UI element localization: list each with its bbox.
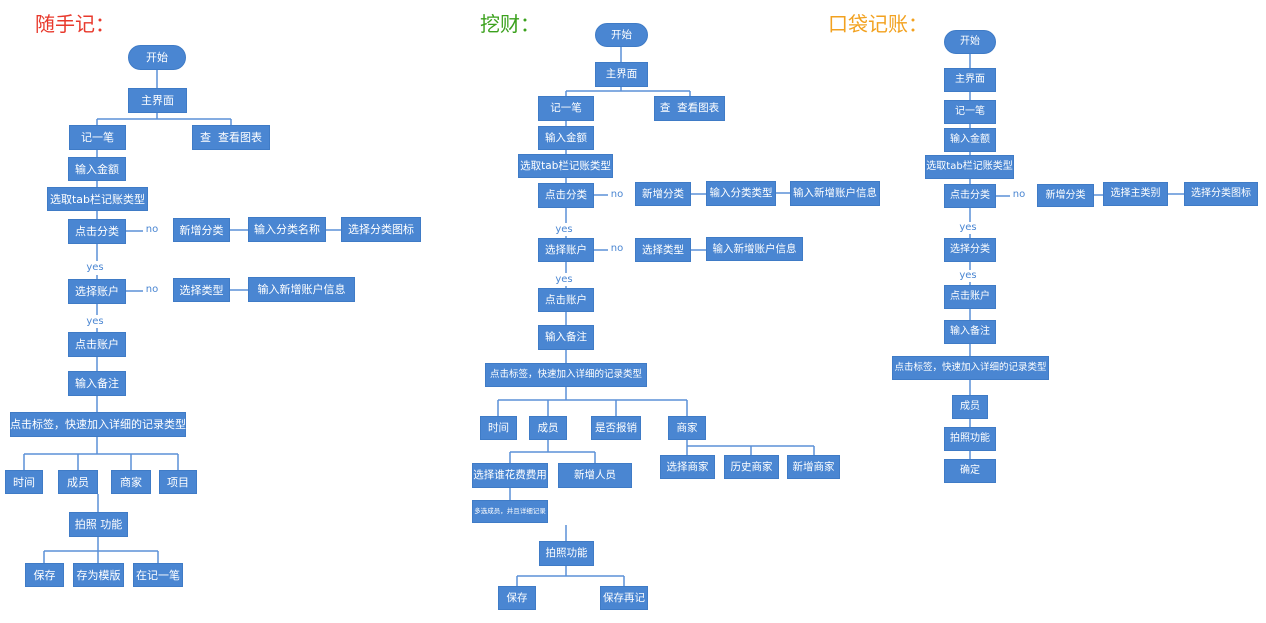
wacai-reimburse-node: 是否报销 bbox=[591, 416, 641, 440]
koudai-new-category-node: 新增分类 bbox=[1037, 184, 1094, 207]
suishouji-photo-node: 拍照 功能 bbox=[69, 512, 128, 537]
suishouji-main-node: 主界面 bbox=[128, 88, 187, 113]
wacai-save-node: 保存 bbox=[498, 586, 536, 610]
wacai-record-node: 记一笔 bbox=[538, 96, 594, 121]
wacai-chart-node: 查 查看图表 bbox=[654, 96, 725, 121]
suishouji-time-node: 时间 bbox=[5, 470, 43, 494]
koudai-main-node: 主界面 bbox=[944, 68, 996, 92]
wacai-click-account-node: 点击账户 bbox=[538, 288, 594, 312]
suishouji-choose-account-node: 选择账户 bbox=[68, 279, 126, 304]
wacai-connectors bbox=[497, 47, 815, 586]
koudai-title: 口袋记账： bbox=[828, 12, 928, 36]
suishouji-record-again-node: 在记一笔 bbox=[133, 563, 183, 587]
wacai-choose-account-node: 选择账户 bbox=[538, 238, 594, 262]
koudai-click-account-node: 点击账户 bbox=[944, 285, 996, 309]
wacai-time-node: 时间 bbox=[480, 416, 517, 440]
wacai-main-node: 主界面 bbox=[595, 62, 648, 87]
wacai-category-type-node: 输入分类类型 bbox=[706, 181, 776, 206]
connector-merchant-branch bbox=[686, 440, 815, 455]
koudai-choose-category-yes-label: yes bbox=[959, 270, 977, 281]
koudai-confirm-node: 确定 bbox=[944, 459, 996, 483]
suishouji-save-template-node: 存为模版 bbox=[73, 563, 124, 587]
koudai-member-node: 成员 bbox=[952, 395, 988, 419]
connector-tag-branch bbox=[23, 437, 179, 470]
wacai-tab-type-node: 选取tab栏记账类型 bbox=[518, 154, 613, 178]
suishouji-note-node: 输入备注 bbox=[68, 371, 126, 396]
suishouji-category-yes-label: yes bbox=[86, 262, 104, 273]
suishouji-member-node: 成员 bbox=[58, 470, 98, 494]
connector-main-branch bbox=[565, 87, 691, 96]
wacai-save-again-node: 保存再记 bbox=[600, 586, 648, 610]
suishouji-chart-node: 查 查看图表 bbox=[192, 125, 270, 150]
koudai-note-node: 输入备注 bbox=[944, 320, 996, 344]
wacai-category-no-label: no bbox=[610, 189, 624, 200]
wacai-merchant-node: 商家 bbox=[668, 416, 706, 440]
suishouji-click-account-node: 点击账户 bbox=[68, 332, 126, 357]
suishouji-account-no-label: no bbox=[145, 284, 159, 295]
wacai-new-account-info-node-1: 输入新增账户信息 bbox=[790, 181, 880, 206]
wacai-multi-member-note-node: 多选成员，并且详细记录 bbox=[472, 500, 548, 523]
koudai-start-node: 开始 bbox=[944, 30, 996, 54]
wacai-new-category-node: 新增分类 bbox=[635, 182, 691, 206]
suishouji-record-node: 记一笔 bbox=[69, 125, 126, 150]
wacai-tag-node: 点击标签，快速加入详细的记录类型 bbox=[485, 363, 647, 387]
connector-tag-branch bbox=[497, 387, 688, 416]
wacai-note-node: 输入备注 bbox=[538, 325, 594, 350]
suishouji-account-yes-label: yes bbox=[86, 316, 104, 327]
wacai-amount-node: 输入金额 bbox=[538, 126, 594, 150]
wacai-new-account-info-node-2: 输入新增账户信息 bbox=[706, 237, 803, 261]
suishouji-category-no-label: no bbox=[145, 224, 159, 235]
suishouji-amount-node: 输入金额 bbox=[68, 157, 126, 181]
koudai-category-icon-node: 选择分类图标 bbox=[1184, 182, 1258, 206]
koudai-main-category-node: 选择主类别 bbox=[1103, 182, 1168, 206]
suishouji-save-node: 保存 bbox=[25, 563, 64, 587]
koudai-connectors bbox=[969, 54, 1184, 459]
wacai-account-yes-label: yes bbox=[555, 274, 573, 285]
suishouji-category-icon-node: 选择分类图标 bbox=[341, 217, 421, 242]
koudai-category-no-label: no bbox=[1012, 189, 1026, 200]
wacai-choose-merchant-node: 选择商家 bbox=[660, 455, 715, 479]
suishouji-merchant-node: 商家 bbox=[111, 470, 151, 494]
suishouji-new-account-info-node: 输入新增账户信息 bbox=[248, 277, 355, 302]
wacai-start-node: 开始 bbox=[595, 23, 648, 47]
koudai-amount-node: 输入金额 bbox=[944, 128, 996, 152]
suishouji-title: 随手记： bbox=[35, 12, 115, 36]
wacai-new-person-node: 新增人员 bbox=[558, 463, 632, 488]
wacai-click-category-node: 点击分类 bbox=[538, 183, 594, 208]
connector-photo-branch bbox=[516, 566, 625, 586]
suishouji-click-category-node: 点击分类 bbox=[68, 219, 126, 244]
suishouji-start-node: 开始 bbox=[128, 45, 186, 70]
koudai-choose-category-node: 选择分类 bbox=[944, 238, 996, 262]
koudai-photo-node: 拍照功能 bbox=[944, 427, 996, 451]
koudai-click-category-node: 点击分类 bbox=[944, 184, 996, 208]
wacai-history-merchant-node: 历史商家 bbox=[724, 455, 779, 479]
koudai-tab-type-node: 选取tab栏记账类型 bbox=[925, 155, 1014, 179]
wacai-new-merchant-node: 新增商家 bbox=[787, 455, 840, 479]
wacai-category-yes-label: yes bbox=[555, 224, 573, 235]
suishouji-project-node: 项目 bbox=[159, 470, 197, 494]
connector-member-branch bbox=[509, 440, 596, 463]
wacai-who-paid-node: 选择谁花费费用 bbox=[472, 463, 548, 488]
wacai-photo-node: 拍照功能 bbox=[539, 541, 594, 566]
suishouji-tag-node: 点击标签，快速加入详细的记录类型 bbox=[10, 412, 186, 437]
koudai-record-node: 记一笔 bbox=[944, 100, 996, 124]
suishouji-tab-type-node: 选取tab栏记账类型 bbox=[47, 187, 148, 211]
wacai-account-no-label: no bbox=[610, 243, 624, 254]
koudai-category-yes-label: yes bbox=[959, 222, 977, 233]
suishouji-connectors bbox=[23, 70, 341, 563]
suishouji-choose-type-node: 选择类型 bbox=[173, 278, 230, 302]
koudai-tag-node: 点击标签，快速加入详细的记录类型 bbox=[892, 356, 1049, 380]
connector-photo-branch bbox=[43, 537, 159, 563]
wacai-member-node: 成员 bbox=[529, 416, 567, 440]
connector-main-branch bbox=[96, 113, 232, 125]
wacai-choose-type-node: 选择类型 bbox=[635, 238, 691, 262]
suishouji-category-name-node: 输入分类名称 bbox=[248, 217, 326, 242]
suishouji-new-category-node: 新增分类 bbox=[173, 218, 230, 242]
wacai-title: 挖财： bbox=[480, 12, 540, 36]
